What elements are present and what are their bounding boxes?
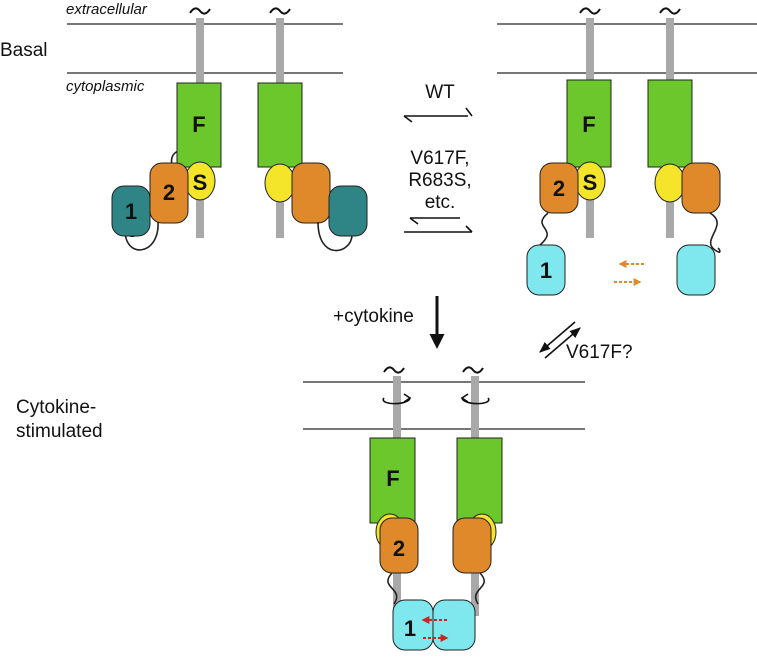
linker bbox=[317, 221, 353, 252]
ligand-binding-tilde bbox=[659, 7, 681, 15]
ferm-domain bbox=[647, 79, 693, 168]
arrowhead bbox=[465, 225, 473, 233]
v617f-question-label: V617F? bbox=[566, 342, 633, 363]
jh1-label: 1 bbox=[540, 258, 552, 283]
arrowhead bbox=[460, 393, 469, 403]
jh1-kinase-domain bbox=[676, 244, 716, 296]
sh2-label: S bbox=[583, 170, 598, 195]
jh2-label: 2 bbox=[163, 180, 175, 205]
linker bbox=[124, 221, 159, 251]
jh1-kinase-domain bbox=[526, 244, 566, 296]
ferm-label: F bbox=[582, 112, 595, 137]
arrowhead bbox=[403, 115, 413, 123]
jh2-pseudokinase-domain bbox=[539, 162, 579, 214]
linker bbox=[475, 572, 486, 605]
ligand-binding-tilde bbox=[383, 366, 405, 374]
jh2-pseudokinase-domain bbox=[379, 517, 419, 574]
ferm-label: F bbox=[386, 466, 399, 491]
jh1-kinase-domain bbox=[328, 185, 368, 237]
jh2-label: 2 bbox=[393, 536, 405, 561]
ferm-domain bbox=[369, 437, 416, 524]
jh1-label: 1 bbox=[125, 199, 137, 224]
arrowhead bbox=[403, 393, 412, 403]
ferm-domain bbox=[257, 82, 303, 168]
ligand-binding-tilde bbox=[579, 7, 601, 15]
equilibrium-arrow-forward bbox=[544, 327, 581, 359]
ferm-domain bbox=[176, 82, 222, 168]
jh1-kinase-domain bbox=[111, 185, 151, 237]
cytokine-stimulated-label-line1: Cytokine- bbox=[16, 397, 96, 418]
sh2-domain bbox=[264, 163, 296, 203]
jh2-pseudokinase-domain bbox=[452, 517, 492, 574]
jh2-pseudokinase-domain bbox=[149, 162, 189, 224]
active-dimer-right: F S 2 1 bbox=[497, 7, 757, 296]
wt-label: WT bbox=[425, 82, 455, 103]
arrowhead bbox=[409, 217, 419, 225]
jh1-label: 1 bbox=[404, 616, 416, 641]
jh2-pseudokinase-domain bbox=[681, 162, 721, 214]
extracellular-label: extracellular bbox=[66, 1, 148, 18]
jh1-kinase-domain bbox=[432, 599, 476, 651]
jh2-pseudokinase-domain bbox=[291, 162, 331, 224]
ferm-domain bbox=[566, 79, 612, 168]
ferm-label: F bbox=[192, 112, 205, 137]
ligand-binding-tilde bbox=[189, 7, 211, 15]
arrowhead bbox=[465, 107, 473, 117]
sh2-label: S bbox=[193, 170, 208, 195]
ferm-domain bbox=[456, 437, 503, 524]
mutant-label-3: etc. bbox=[425, 192, 456, 213]
ligand-binding-tilde bbox=[269, 7, 291, 15]
cytokine-label: +cytokine bbox=[333, 306, 414, 327]
linker bbox=[709, 212, 721, 253]
equilibrium-arrow-back bbox=[539, 321, 576, 353]
cytokine-stimulated-label-line2: stimulated bbox=[16, 421, 103, 442]
mutant-label-1: V617F, bbox=[410, 148, 469, 169]
cytokine-stimulated-dimer: F 2 1 bbox=[303, 366, 585, 651]
basal-label: Basal bbox=[0, 40, 48, 61]
basal-dimer-left: F S 2 1 bbox=[67, 7, 368, 252]
cytoplasmic-label: cytoplasmic bbox=[66, 78, 145, 95]
jh2-label: 2 bbox=[553, 176, 565, 201]
linker bbox=[387, 572, 398, 605]
ligand-binding-tilde bbox=[462, 366, 484, 374]
sh2-domain bbox=[654, 163, 686, 203]
mutant-label-2: R683S, bbox=[408, 170, 471, 191]
